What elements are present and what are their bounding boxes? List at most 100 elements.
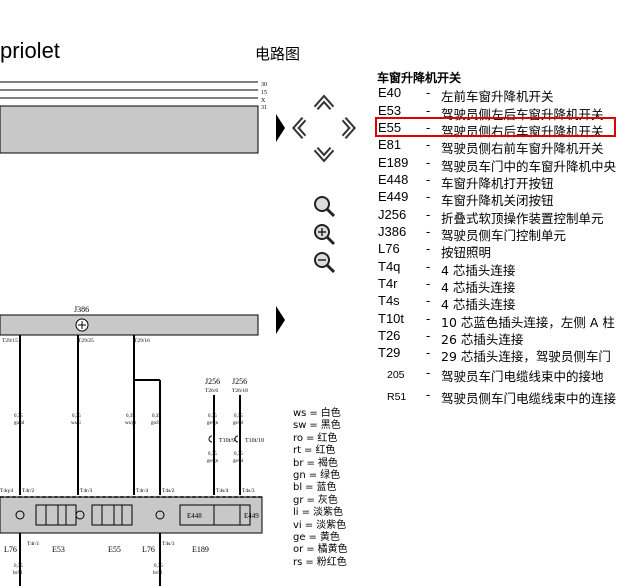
legend-heading: 车窗升降机开关 xyxy=(377,71,462,85)
zoom-fit-icon[interactable] xyxy=(314,196,336,218)
color-code: gr xyxy=(293,494,304,506)
color-legend-item: sw=黑色 xyxy=(293,416,341,431)
svg-text:T4s/4: T4s/4 xyxy=(216,488,229,494)
color-name: 黄色 xyxy=(319,532,340,543)
legend-code: T4q xyxy=(378,259,401,274)
svg-text:ge/gn: ge/gn xyxy=(207,459,219,464)
connector-t29-16: T29/16 xyxy=(134,338,150,344)
e449-label: E449 xyxy=(244,512,259,520)
color-legend-item: vi=淡紫色 xyxy=(293,516,346,531)
color-equals: = xyxy=(309,408,318,419)
legend-code: T4r xyxy=(378,276,398,291)
legend-dash: - xyxy=(426,224,431,239)
color-equals: = xyxy=(306,432,315,444)
arrow-down-icon[interactable] xyxy=(313,147,335,163)
color-code: sw xyxy=(293,420,307,432)
svg-text:0,35: 0,35 xyxy=(208,452,217,457)
color-legend-item: gn=绿色 xyxy=(293,466,340,481)
legend-description: 驾驶员侧车门控制单元 xyxy=(441,228,567,243)
switch-l76-symbol xyxy=(155,504,251,526)
color-name: 灰色 xyxy=(317,494,338,506)
legend-code: R51 xyxy=(387,391,407,403)
legend-dash: - xyxy=(426,85,431,100)
legend-description: 4 芯插头连接 xyxy=(441,263,516,278)
j256a-label: J256 xyxy=(205,377,220,386)
legend-description: 按钮照明 xyxy=(441,245,492,260)
legend-description: 驾驶员车门中的车窗升降机中央 xyxy=(441,159,617,174)
wiring-diagram: 30 15 X 31 J386 T29/15 T29/25 T29/16 0,3… xyxy=(0,81,267,586)
legend-dash: - xyxy=(426,259,431,274)
legend-dash: - xyxy=(426,276,431,291)
legend-description: 驾驶员侧右前车窗升降机开关 xyxy=(441,141,604,156)
color-name: 橘黄色 xyxy=(317,544,348,556)
legend-description: 4 芯插头连接 xyxy=(441,297,516,312)
color-equals: = xyxy=(301,507,310,519)
legend-dash: - xyxy=(426,103,431,118)
svg-text:T4r/3: T4r/3 xyxy=(80,488,92,494)
svg-text:br/bl: br/bl xyxy=(153,571,163,576)
j386-box xyxy=(0,314,259,336)
color-equals: = xyxy=(306,494,315,506)
rail-label-15: 15 xyxy=(261,90,267,96)
color-legend-item: gr=灰色 xyxy=(293,491,338,506)
color-code: or xyxy=(293,544,304,556)
highlight-box xyxy=(375,117,616,137)
wire-1-color: gn/bl xyxy=(14,421,25,426)
color-code: rs xyxy=(293,556,303,568)
legend-dash: - xyxy=(426,345,431,360)
legend-code: E449 xyxy=(378,189,409,204)
legend-dash: - xyxy=(426,387,431,402)
color-code: li xyxy=(293,507,299,519)
color-equals: = xyxy=(308,532,317,543)
color-name: 淡紫色 xyxy=(316,519,347,531)
arrow-left-icon[interactable] xyxy=(291,117,307,139)
svg-text:T4s/2: T4s/2 xyxy=(162,488,175,494)
wire-4-gauge: 0,35 xyxy=(152,414,161,419)
l76-label-2: L76 xyxy=(142,545,155,554)
legend-code: E55 xyxy=(378,120,402,135)
legend-code: E53 xyxy=(378,103,402,118)
legend-description: 驾驶员侧车门电缆线束中的连接 xyxy=(441,391,617,406)
svg-text:T4s/3: T4s/3 xyxy=(242,488,255,494)
color-legend-item: rt=红色 xyxy=(293,441,335,456)
color-equals: = xyxy=(305,482,314,494)
color-equals: = xyxy=(308,470,318,481)
legend-code: T10t xyxy=(378,311,405,326)
legend-code: E448 xyxy=(378,172,409,187)
switch-block xyxy=(0,496,263,534)
arrow-right-icon[interactable] xyxy=(341,117,357,139)
connector-t10t-9: T10t/9 xyxy=(219,438,235,444)
legend-description: 10 芯蓝色插头连接，左侧 A 柱 xyxy=(441,315,615,330)
zoom-in-icon[interactable] xyxy=(314,224,336,246)
connector-t29-25: T29/25 xyxy=(78,338,94,344)
legend-description: 折叠式软顶操作装置控制单元 xyxy=(441,211,604,226)
l76-label-1: L76 xyxy=(4,545,17,554)
color-legend-item: br=褐色 xyxy=(293,454,338,469)
legend-code: E40 xyxy=(378,85,402,100)
legend-code: J256 xyxy=(378,207,407,222)
color-legend-item: rs=粉红色 xyxy=(293,553,347,568)
arrow-up-icon[interactable] xyxy=(313,94,335,110)
j256b-label: J256 xyxy=(232,377,247,386)
legend-description: 车窗升降机打开按钮 xyxy=(441,176,554,191)
color-code: vi xyxy=(293,519,302,531)
legend-code: T29 xyxy=(378,345,401,360)
j386-label: J386 xyxy=(74,305,89,314)
page-next-icon[interactable] xyxy=(276,306,285,334)
svg-text:0,35: 0,35 xyxy=(234,452,243,457)
color-name: 绿色 xyxy=(320,470,341,481)
svg-text:T4s/1: T4s/1 xyxy=(162,541,175,547)
color-legend-item: ro=红色 xyxy=(293,429,337,444)
switch-e55-symbol xyxy=(75,504,133,526)
zoom-out-icon[interactable] xyxy=(314,252,336,274)
legend-code: T4s xyxy=(378,293,400,308)
color-equals: = xyxy=(306,457,315,469)
wire-6-color: ge/bl xyxy=(233,421,244,426)
color-equals: = xyxy=(304,519,314,531)
color-legend-item: ge=黄色 xyxy=(293,528,340,543)
color-name: 红色 xyxy=(317,432,338,444)
top-component-box xyxy=(0,105,259,154)
wire-5-gauge: 0,35 xyxy=(208,414,217,419)
e189-label: E189 xyxy=(192,545,209,554)
